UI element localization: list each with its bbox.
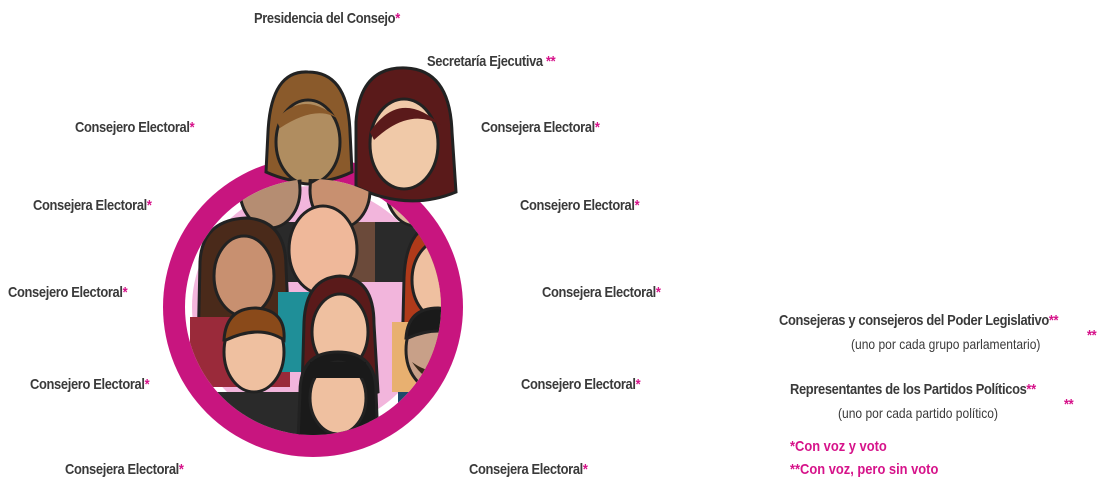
- asterisk-mark: *: [189, 119, 195, 136]
- label-text: Consejera Electoral: [65, 461, 179, 478]
- label-left-5: Consejera Electoral*: [65, 461, 184, 478]
- label-left-4: Consejero Electoral*: [30, 376, 150, 393]
- asterisk-mark: *: [635, 376, 641, 393]
- asterisk-mark: *: [146, 197, 152, 214]
- label-text: Consejera Electoral: [542, 284, 656, 301]
- asterisk-mark: **: [1026, 381, 1036, 398]
- label-text: Consejera Electoral: [481, 119, 595, 136]
- asterisk-mark: **: [545, 53, 556, 70]
- legislativo-title: Consejeras y consejeros del Poder Legisl…: [779, 312, 1059, 329]
- label-text: Consejero Electoral: [521, 376, 636, 393]
- asterisk-mark: *: [582, 461, 588, 478]
- label-text: Consejeras y consejeros del Poder Legisl…: [779, 312, 1049, 329]
- asterisk-mark: *: [655, 284, 661, 301]
- label-text: Secretaría Ejecutiva: [427, 53, 546, 70]
- label-text: Consejera Electoral: [33, 197, 147, 214]
- asterisk-mark: *: [122, 284, 128, 301]
- partidos-note: (uno por cada partido político): [838, 405, 998, 421]
- legend-voz-sin-voto: **Con voz, pero sin voto: [790, 461, 939, 478]
- partidos-second-mark: **: [1064, 396, 1074, 413]
- person-bottom-center: [288, 350, 388, 435]
- label-text: Consejera Electoral: [469, 461, 583, 478]
- asterisk-mark: *: [634, 197, 640, 214]
- label-left-1: Consejero Electoral*: [75, 119, 195, 136]
- asterisk-mark: *: [144, 376, 150, 393]
- asterisk-mark: *: [178, 461, 184, 478]
- legend-voz-y-voto: *Con voz y voto: [790, 438, 887, 455]
- label-left-2: Consejera Electoral*: [33, 197, 152, 214]
- label-text: Consejero Electoral: [30, 376, 145, 393]
- label-right-2: Consejero Electoral*: [520, 197, 640, 214]
- label-text: Consejero Electoral: [8, 284, 123, 301]
- label-right-3: Consejera Electoral*: [542, 284, 661, 301]
- asterisk-mark: *: [395, 10, 400, 27]
- label-right-4: Consejero Electoral*: [521, 376, 641, 393]
- label-presidencia: Presidencia del Consejo*: [254, 10, 400, 27]
- legislativo-note: (uno por cada grupo parlamentario): [851, 336, 1041, 352]
- label-right-1: Consejera Electoral*: [481, 119, 600, 136]
- label-left-3: Consejero Electoral*: [8, 284, 128, 301]
- person-presidencia: [264, 70, 354, 186]
- asterisk-mark: *: [594, 119, 600, 136]
- person-secretaria: [354, 66, 458, 203]
- label-secretaria: Secretaría Ejecutiva **: [427, 53, 556, 70]
- label-text: Consejero Electoral: [520, 197, 635, 214]
- legislativo-second-mark: **: [1087, 327, 1097, 344]
- label-text: Presidencia del Consejo: [254, 10, 396, 27]
- label-text: Consejero Electoral: [75, 119, 190, 136]
- council-illustration: [163, 66, 463, 457]
- partidos-title: Representantes de los Partidos Políticos…: [790, 381, 1036, 398]
- label-right-5: Consejera Electoral*: [469, 461, 588, 478]
- label-text: Representantes de los Partidos Políticos: [790, 381, 1027, 398]
- asterisk-mark: **: [1048, 312, 1059, 329]
